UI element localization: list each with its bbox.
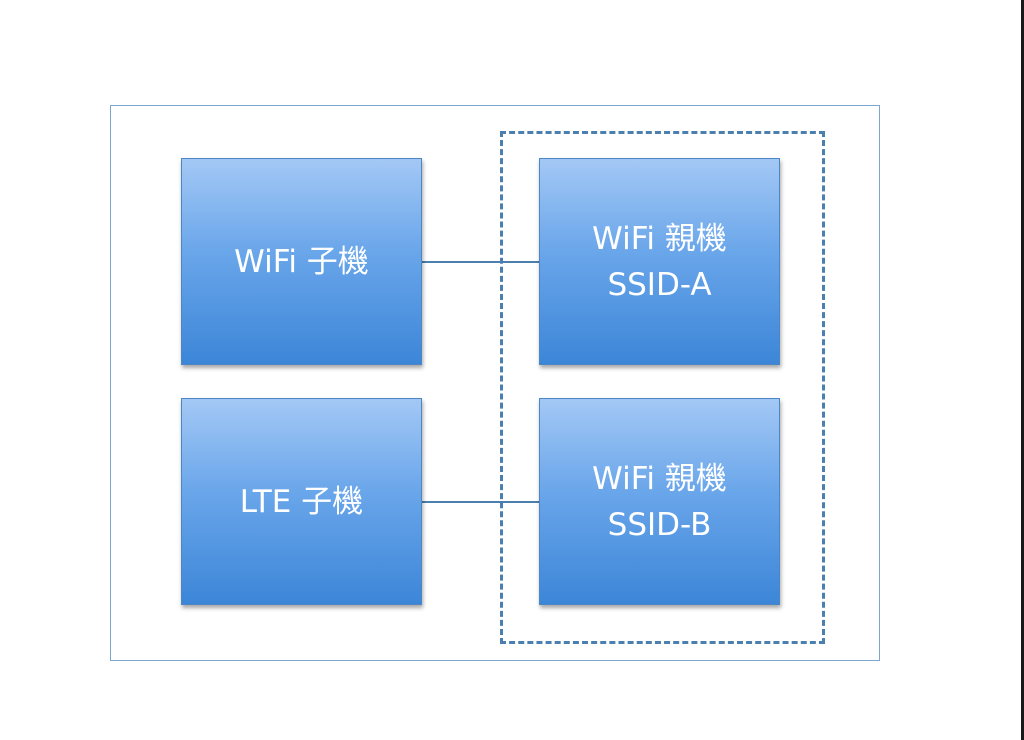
wifi-ap-a-label: WiFi 親機 [592,220,727,257]
connector-bottom [422,501,539,503]
wifi-ap-b-ssid: SSID-B [607,506,712,543]
page-edge [1021,0,1024,740]
wifi-ap-b-node: WiFi 親機 SSID-B [539,398,780,605]
lte-client-label: LTE 子機 [239,483,364,520]
wifi-ap-a-node: WiFi 親機 SSID-A [539,158,780,365]
wifi-ap-a-ssid: SSID-A [607,266,712,303]
connector-top [422,261,539,263]
lte-client-node: LTE 子機 [181,398,422,605]
wifi-ap-b-label: WiFi 親機 [592,460,727,497]
wifi-client-node: WiFi 子機 [181,158,422,365]
wifi-client-label: WiFi 子機 [234,243,369,280]
diagram-frame [110,105,880,661]
access-point-group [500,131,825,644]
